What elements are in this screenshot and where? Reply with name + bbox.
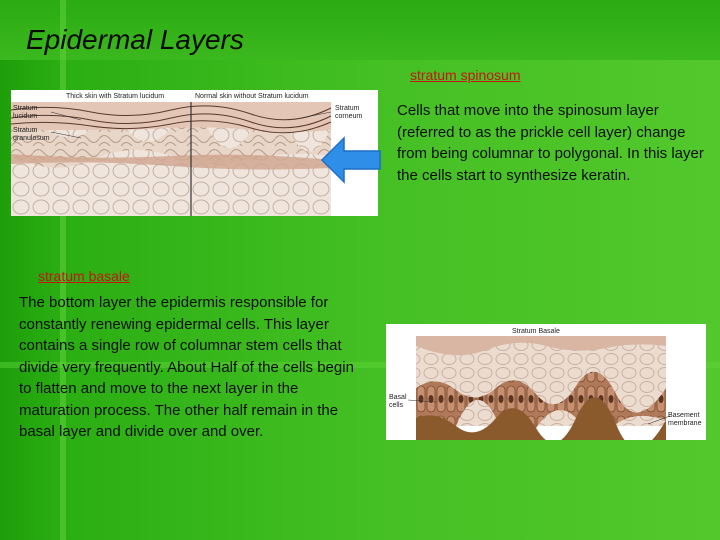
skin-layers-figure: Thick skin with Stratum lucidum Normal s…	[11, 90, 378, 216]
stratum-lucidum-label-line2: lucidum	[13, 113, 38, 120]
stratum-basale-caption: Stratum Basale	[512, 328, 560, 335]
stratum-granulosum-label-line1: Stratum	[13, 127, 38, 134]
normal-skin-caption: Normal skin without Stratum lucidum	[195, 93, 309, 100]
stratum-granulosum-label-line2: granulosum	[13, 135, 50, 142]
basement-membrane-label-line2: membrane	[668, 420, 702, 427]
stratum-basale-figure: Stratum Basale Basal cells Basement memb…	[386, 324, 706, 440]
stratum-corneum-label-line1: Stratum	[335, 105, 360, 112]
skin-layers-illustration	[11, 90, 378, 216]
stratum-spinosum-text: Cells that move into the spinosum layer …	[397, 102, 704, 184]
stratum-spinosum-link[interactable]: stratum spinosum	[410, 67, 521, 83]
stratum-lucidum-label-line1: Stratum	[13, 105, 38, 112]
slide-header-band	[0, 0, 720, 60]
arrow-left-icon	[320, 136, 381, 184]
basal-cells-label-line2: cells	[389, 402, 404, 409]
decorative-vertical-line	[60, 0, 66, 540]
thick-skin-caption: Thick skin with Stratum lucidum	[66, 93, 165, 100]
basement-membrane-label-line1: Basement	[668, 412, 700, 419]
stratum-basale-link[interactable]: stratum basale	[38, 268, 130, 284]
stratum-basale-illustration	[386, 324, 706, 440]
decorative-horizontal-line	[0, 362, 720, 368]
stratum-corneum-label-line2: corneum	[335, 113, 363, 120]
basal-cells-label-line1: Basal	[389, 394, 407, 401]
slide-title: Epidermal Layers	[26, 24, 244, 55]
stratum-basale-text: The bottom layer the epidermis responsib…	[19, 294, 354, 440]
